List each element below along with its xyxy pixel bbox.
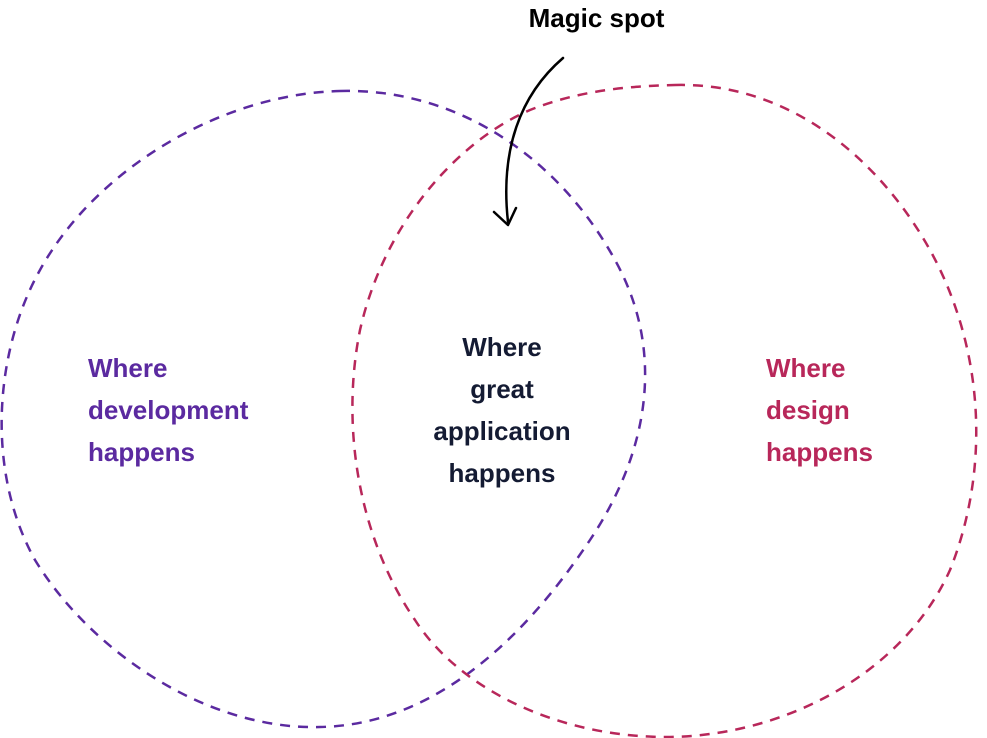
development-line-2: development xyxy=(88,395,249,425)
center-line-4: happens xyxy=(448,458,556,488)
development-line-1: Where xyxy=(88,353,168,383)
development-circle xyxy=(0,89,647,729)
center-line-1: Where xyxy=(462,332,542,362)
magic-spot-arrow xyxy=(505,56,565,224)
center-line-3: application xyxy=(433,416,571,446)
development-label: Where development happens xyxy=(88,347,248,473)
center-label: Where great application happens xyxy=(402,326,602,494)
magic-spot-label: Magic spot xyxy=(0,0,987,39)
magic-spot-text: Magic spot xyxy=(528,3,665,33)
design-line-2: design xyxy=(766,395,850,425)
design-line-1: Where xyxy=(766,353,846,383)
magic-spot-arrowhead xyxy=(492,206,518,227)
design-label: Where design happens xyxy=(766,347,873,473)
development-line-3: happens xyxy=(88,437,195,467)
center-line-2: great xyxy=(470,374,534,404)
design-line-3: happens xyxy=(766,437,873,467)
